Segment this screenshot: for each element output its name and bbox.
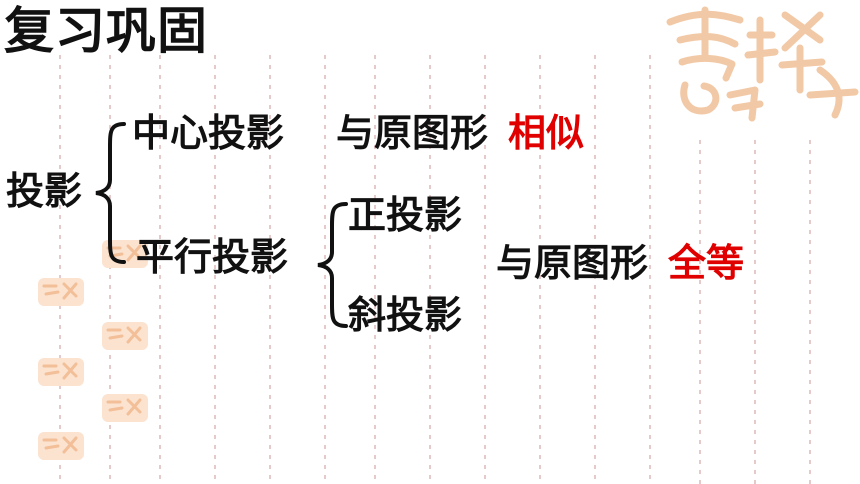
seal-stamp-small xyxy=(102,394,148,422)
seal-stamp-small xyxy=(38,432,84,460)
parallel-result-congruent: 全等 xyxy=(668,241,745,285)
parallel-relation-text: 与原图形 xyxy=(496,241,649,285)
central-relation-text: 与原图形 xyxy=(336,111,489,155)
root-node: 投影 xyxy=(6,169,83,213)
orthographic-projection-label: 正投影 xyxy=(348,193,463,237)
brace-parallel xyxy=(317,202,348,328)
seal-stamp-small xyxy=(38,278,84,306)
brace-root xyxy=(95,122,126,264)
parallel-projection-label: 平行投影 xyxy=(136,235,289,279)
oblique-projection-label: 斜投影 xyxy=(348,293,463,337)
seal-stamp-small xyxy=(102,322,148,350)
central-result-similar: 相似 xyxy=(508,111,585,155)
page-title: 复习巩固 xyxy=(4,2,208,60)
seal-stamp-large xyxy=(666,6,859,122)
seal-stamp-small xyxy=(38,358,84,386)
central-projection-label: 中心投影 xyxy=(132,111,285,155)
